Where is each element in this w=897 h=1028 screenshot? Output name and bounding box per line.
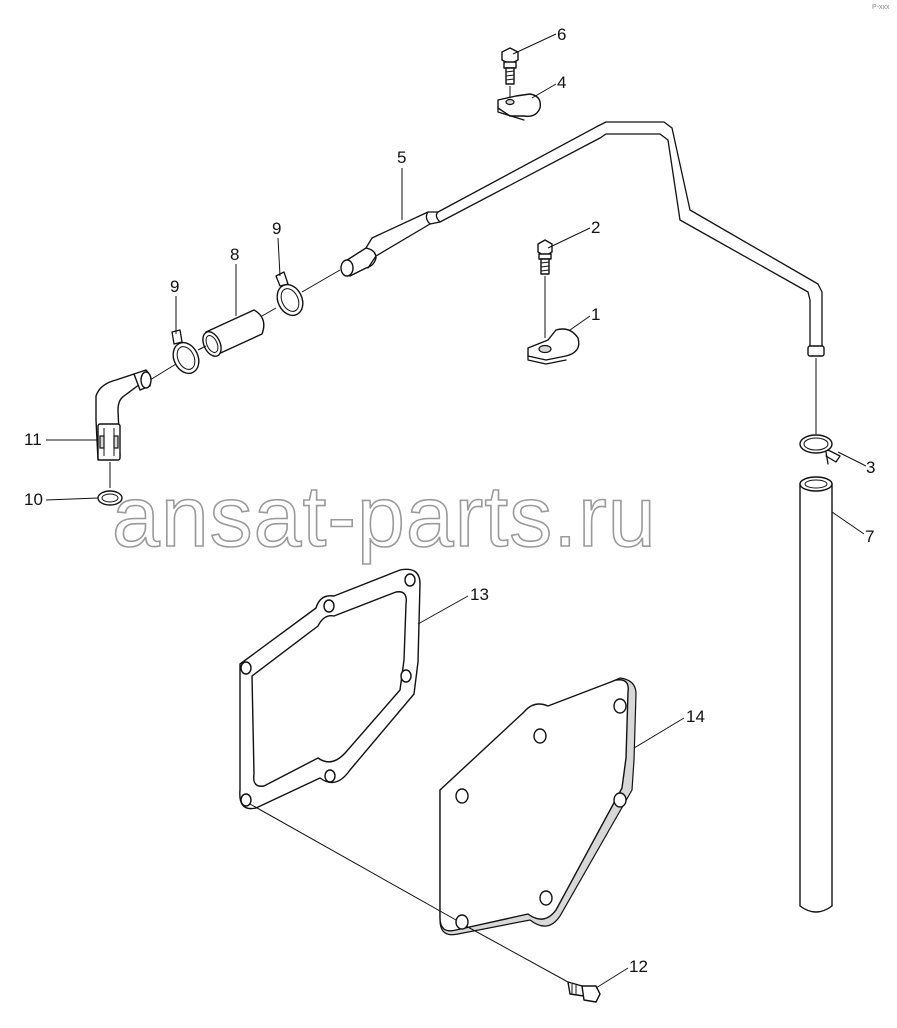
callout-10: 10	[24, 490, 43, 509]
part-7-hose[interactable]	[799, 476, 833, 913]
part-14-cover-plate[interactable]	[439, 677, 637, 936]
watermark-text: ansat-parts.ru	[112, 469, 657, 565]
part-9-hose-clamp-upper[interactable]	[272, 271, 307, 320]
part-6-bolt[interactable]	[501, 47, 519, 85]
part-12-bolt[interactable]	[567, 981, 601, 1003]
callout-1: 1	[591, 305, 600, 324]
callout-5: 5	[397, 148, 406, 167]
part-3-hose-clamp[interactable]	[799, 434, 841, 465]
callout-9-lower: 9	[170, 277, 179, 296]
corner-mark: P-xxx	[872, 4, 890, 11]
callout-9-upper: 9	[272, 219, 281, 238]
callout-8: 8	[230, 245, 239, 264]
part-4-pipe-clip[interactable]	[497, 93, 541, 121]
callout-12: 12	[629, 957, 648, 976]
callout-13: 13	[470, 585, 489, 604]
callout-3: 3	[866, 458, 875, 477]
callout-2: 2	[591, 218, 600, 237]
part-13-gasket[interactable]	[239, 568, 421, 810]
callout-11: 11	[24, 430, 42, 449]
part-11-elbow-fitting[interactable]	[95, 369, 152, 461]
part-10-o-ring[interactable]	[97, 490, 123, 506]
leader-lines	[45, 33, 867, 989]
part-8-short-hose[interactable]	[199, 309, 265, 359]
callout-6: 6	[557, 25, 566, 44]
part-9-hose-clamp-lower[interactable]	[168, 329, 203, 378]
callout-7: 7	[865, 527, 874, 546]
callout-14: 14	[686, 707, 705, 726]
callout-4: 4	[557, 73, 566, 92]
part-1-pipe-clip[interactable]	[527, 328, 580, 365]
part-5-breather-pipe[interactable]	[340, 121, 825, 357]
part-2-bolt[interactable]	[537, 239, 553, 275]
